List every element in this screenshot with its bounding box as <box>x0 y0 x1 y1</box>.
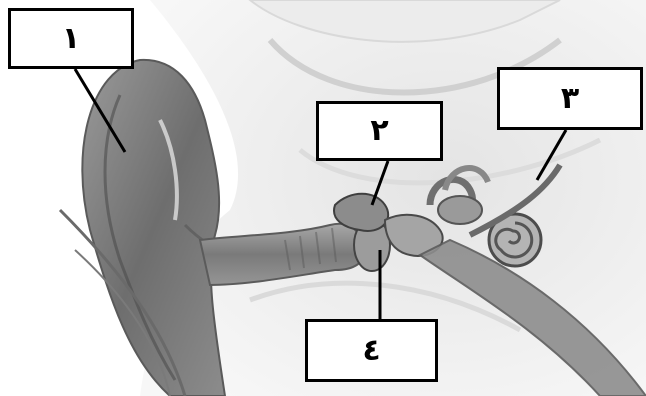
label-box-4: ٤ <box>305 319 438 382</box>
label-box-2: ٢ <box>316 101 443 161</box>
vestibule-shape <box>438 196 482 224</box>
label-box-1: ١ <box>8 8 134 69</box>
label-box-3: ٣ <box>497 67 643 130</box>
